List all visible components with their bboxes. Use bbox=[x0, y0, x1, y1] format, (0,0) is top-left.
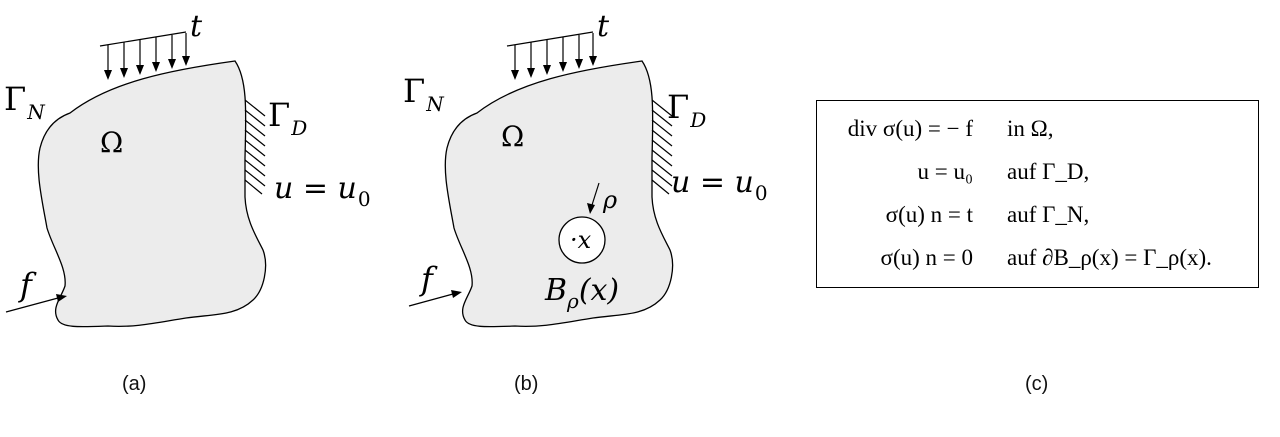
traction-label: t bbox=[597, 9, 610, 44]
equation-rhs: auf Γ_N, bbox=[1007, 201, 1090, 227]
neumann-boundary-label: ΓN bbox=[4, 80, 46, 124]
force-arrow bbox=[408, 290, 462, 307]
caption-b: (b) bbox=[514, 373, 538, 395]
hole-label: Bρ(x) bbox=[544, 273, 619, 313]
traction-label: t bbox=[190, 9, 203, 44]
caption-a: (a) bbox=[122, 373, 146, 395]
dirichlet-boundary-label: ΓD bbox=[268, 96, 307, 140]
domain-label: Ω bbox=[501, 120, 524, 153]
equation-rhs: auf ∂B_ρ(x) = Γ_ρ(x). bbox=[1007, 244, 1212, 270]
force-label: f bbox=[18, 266, 37, 304]
equation-lhs: σ(u) n = 0 bbox=[880, 244, 973, 270]
dirichlet-condition-label: u = u0 bbox=[274, 171, 371, 211]
dirichlet-hatching bbox=[651, 99, 673, 195]
radius-arrow bbox=[587, 182, 600, 214]
domain-label: Ω bbox=[100, 126, 123, 159]
equation-row: σ(u) n = 0 auf ∂B_ρ(x) = Γ_ρ(x). bbox=[823, 236, 1212, 279]
traction-arrows bbox=[99, 31, 190, 80]
force-arrow bbox=[5, 294, 67, 313]
equation-row: σ(u) n = t auf Γ_N, bbox=[823, 193, 1212, 236]
radius-label: ρ bbox=[602, 186, 617, 214]
equation-row: div σ(u) = − f in Ω, bbox=[823, 107, 1212, 150]
equation-lhs: div σ(u) = − f bbox=[847, 115, 973, 141]
equation-lhs: σ(u) n = t bbox=[885, 201, 973, 227]
panel-a: t ΓN ΓD Ω u = u0 f (a) bbox=[4, 9, 371, 395]
panel-b: t ΓN ΓD Ω u = u0 ρ ·x Bρ(x) f (b) bbox=[403, 9, 768, 395]
caption-c: (c) bbox=[1025, 373, 1048, 395]
center-point-label: ·x bbox=[570, 226, 592, 254]
hole-circle bbox=[558, 216, 606, 264]
dirichlet-boundary-label: ΓD bbox=[667, 88, 706, 132]
dirichlet-condition-label: u = u0 bbox=[671, 165, 768, 205]
traction-arrows bbox=[506, 31, 597, 80]
domain-body bbox=[37, 60, 267, 328]
equation-table: div σ(u) = − f in Ω, u = u₀ auf Γ_D, σ(u… bbox=[823, 107, 1212, 279]
neumann-boundary-label: ΓN bbox=[403, 72, 445, 116]
equation-box: div σ(u) = − f in Ω, u = u₀ auf Γ_D, σ(u… bbox=[816, 100, 1259, 288]
equation-lhs: u = u₀ bbox=[917, 158, 974, 184]
dirichlet-hatching bbox=[244, 99, 266, 195]
force-label: f bbox=[419, 260, 438, 298]
equation-rhs: in Ω, bbox=[1007, 115, 1054, 141]
equation-rhs: auf Γ_D, bbox=[1007, 158, 1090, 184]
equation-row: u = u₀ auf Γ_D, bbox=[823, 150, 1212, 193]
